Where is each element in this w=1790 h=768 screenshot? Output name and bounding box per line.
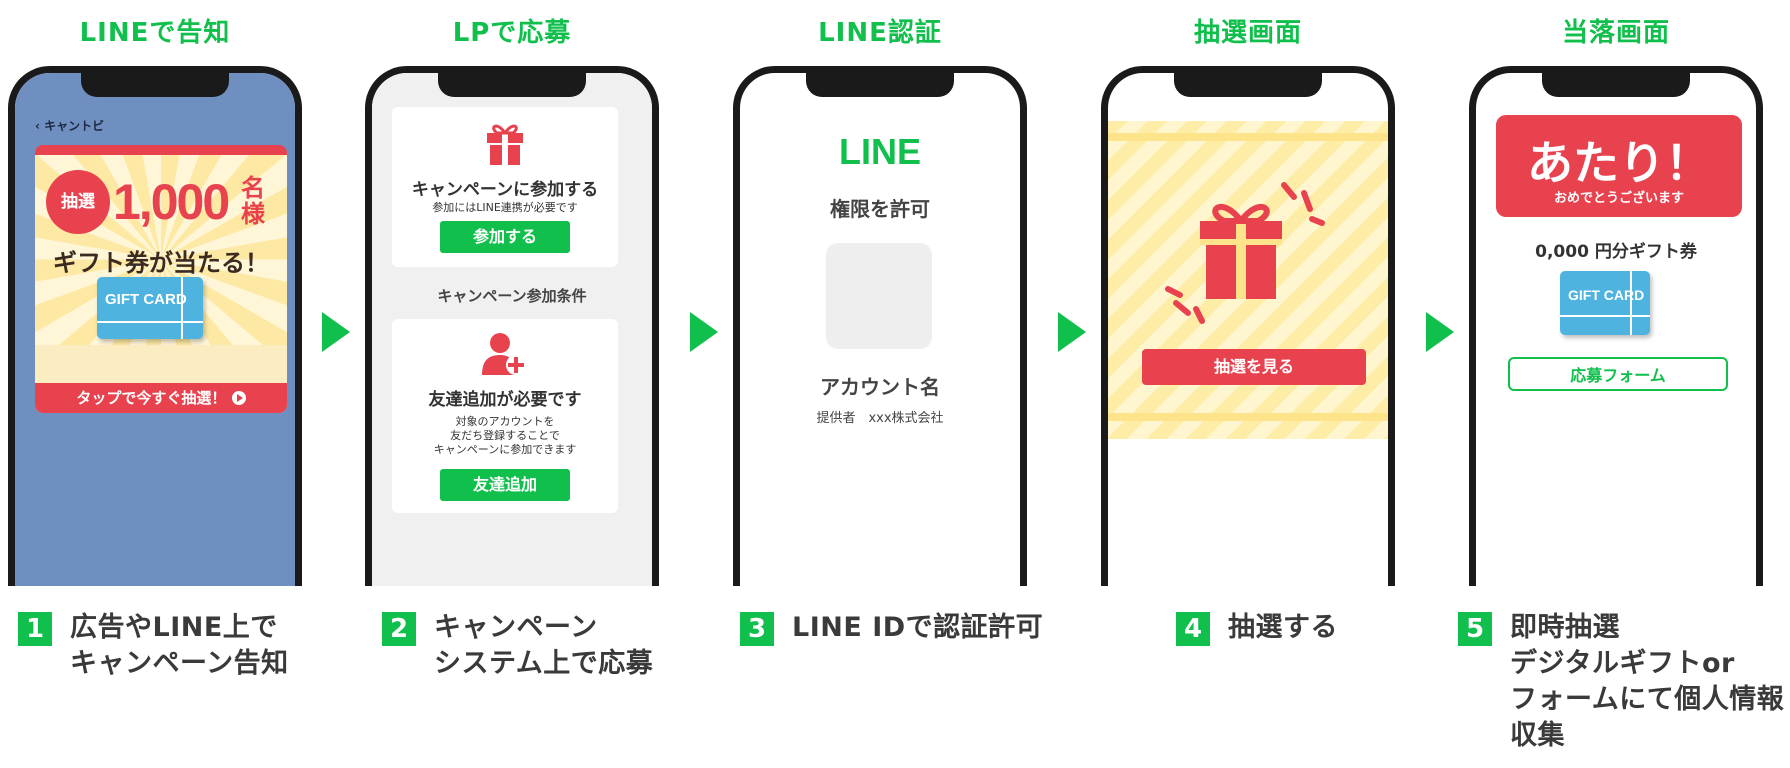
join-title: キャンペーンに参加する [411, 180, 599, 200]
column-title: 当落画面 [1561, 18, 1670, 48]
column-title: LPで応募 [452, 18, 572, 48]
column-title: 抽選画面 [1193, 18, 1302, 48]
stripe-band [1108, 413, 1388, 421]
step-text: 即時抽選 デジタルギフトor フォームにて個人情報 収集 [1510, 612, 1785, 751]
gift-icon [1165, 182, 1325, 324]
add-friend-button[interactable]: 友達追加 [440, 469, 570, 501]
gift-card-image: GIFT CARD [1560, 271, 1650, 335]
gift-amount: 0,000 円分ギフト券 [1535, 242, 1697, 262]
win-banner: あたり！ おめでとうございます [1496, 115, 1742, 217]
tap-label: タップで今すぐ抽選！ [76, 389, 227, 407]
step-text: LINE IDで認証許可 [792, 612, 1044, 643]
win-title: あたり！ [1527, 136, 1711, 190]
stripe-band [1108, 133, 1388, 141]
winner-unit: 名 様 [241, 174, 265, 228]
column-draw: 抽選画面 抽 [1093, 0, 1403, 768]
arrow-right-icon [1058, 312, 1086, 352]
gift-card-label: GIFT CARD [105, 291, 187, 308]
friend-panel: 友達追加が必要です 対象のアカウントを 友だち登録することで キャンペーンに参加… [392, 319, 618, 513]
phone-notch [81, 73, 229, 97]
phone-notch [1542, 73, 1690, 97]
line-logo: LINE [838, 131, 921, 172]
join-note: 参加にはLINE連携が必要です [432, 201, 578, 214]
gift-icon [487, 124, 523, 165]
application-form-button[interactable]: 応募フォーム [1508, 357, 1728, 391]
step-number: 2 [382, 612, 416, 646]
view-draw-button[interactable]: 抽選を見る [1142, 349, 1366, 385]
provider-text: 提供者 xxx株式会社 [816, 411, 944, 426]
gift-card-label: GIFT CARD [1568, 287, 1645, 303]
play-circle-icon [231, 391, 246, 405]
phone-mockup: あたり！ おめでとうございます 0,000 円分ギフト券 GIFT CARD 応… [1469, 66, 1763, 586]
join-panel: キャンペーンに参加する 参加にはLINE連携が必要です 参加する [392, 107, 618, 267]
ribbon-h [97, 321, 203, 323]
step-text: 広告やLINE上で キャンペーン告知 [70, 612, 289, 679]
step-text: 抽選する [1228, 612, 1338, 643]
step-number: 3 [740, 612, 774, 646]
account-name: アカウント名 [820, 375, 940, 399]
back-label: キャントビ [44, 119, 105, 133]
add-friend-icon [482, 333, 526, 375]
column-result: 当落画面 あたり！ おめでとうございます 0,000 円分ギフト券 GIFT C… [1461, 0, 1771, 768]
chevron-left-icon: ‹ [35, 119, 45, 133]
phone-mockup: ‹ キャントビ 抽選 1,000 名 様 ギフト券が当たる！ GIFT CARD… [8, 66, 302, 586]
arrow-right-icon [322, 312, 350, 352]
ribbon-v [1630, 271, 1632, 335]
permission-title: 権限を許可 [830, 197, 930, 221]
phone-screen: キャンペーンに参加する 参加にはLINE連携が必要です 参加する キャンペーン参… [372, 73, 652, 586]
phone-mockup: キャンペーンに参加する 参加にはLINE連携が必要です 参加する キャンペーン参… [365, 66, 659, 586]
phone-screen: 抽選を見る [1108, 73, 1388, 586]
step-number: 1 [18, 612, 52, 646]
friend-note: 対象のアカウントを 友だち登録することで キャンペーンに参加できます [433, 415, 577, 456]
phone-mockup: 抽選を見る [1101, 66, 1395, 586]
column-apply: LPで応募 キャンペーンに参加する 参加にはLINE連携が必要です 参加する キ… [357, 0, 667, 768]
campaign-banner[interactable]: 抽選 1,000 名 様 ギフト券が当たる！ GIFT CARD タップで今すぐ… [35, 145, 287, 413]
phone-screen: あたり！ おめでとうございます 0,000 円分ギフト券 GIFT CARD 応… [1476, 73, 1756, 586]
join-button[interactable]: 参加する [440, 221, 570, 253]
step-number: 4 [1176, 612, 1210, 646]
ribbon-v [181, 277, 183, 339]
phone-mockup: LINE 権限を許可 アカウント名 提供者 xxx株式会社 [733, 66, 1027, 586]
column-title: LINEで告知 [79, 18, 231, 48]
arrow-right-icon [1426, 312, 1454, 352]
tap-to-draw-button[interactable]: タップで今すぐ抽選！ [35, 383, 287, 413]
phone-notch [438, 73, 586, 97]
lottery-badge: 抽選 [51, 175, 105, 229]
phone-screen: LINE 権限を許可 アカウント名 提供者 xxx株式会社 [740, 73, 1020, 586]
gift-card-image: GIFT CARD [97, 277, 203, 339]
phone-notch [1174, 73, 1322, 97]
friend-title: 友達追加が必要です [428, 390, 582, 410]
column-title: LINE認証 [818, 18, 942, 48]
phone-notch [806, 73, 954, 97]
back-link[interactable]: ‹ キャントビ [35, 117, 104, 134]
ribbon-h [1560, 315, 1650, 317]
account-avatar [826, 243, 932, 349]
arrow-right-icon [690, 312, 718, 352]
column-auth: LINE認証 LINE 権限を許可 アカウント名 提供者 xxx株式会社 [725, 0, 1035, 768]
banner-headline: ギフト券が当たる！ [53, 249, 269, 277]
win-subtitle: おめでとうございます [1553, 191, 1684, 206]
winner-count: 1,000 [113, 174, 230, 230]
column-announce: LINEで告知 ‹ キャントビ 抽選 1,000 名 様 ギフト券が当たる！ G… [0, 0, 310, 768]
step-number: 5 [1458, 612, 1492, 646]
phone-screen: ‹ キャントビ 抽選 1,000 名 様 ギフト券が当たる！ GIFT CARD… [15, 73, 295, 586]
step-text: キャンペーン システム上で応募 [434, 612, 654, 679]
conditions-title: キャンペーン参加条件 [437, 287, 587, 305]
